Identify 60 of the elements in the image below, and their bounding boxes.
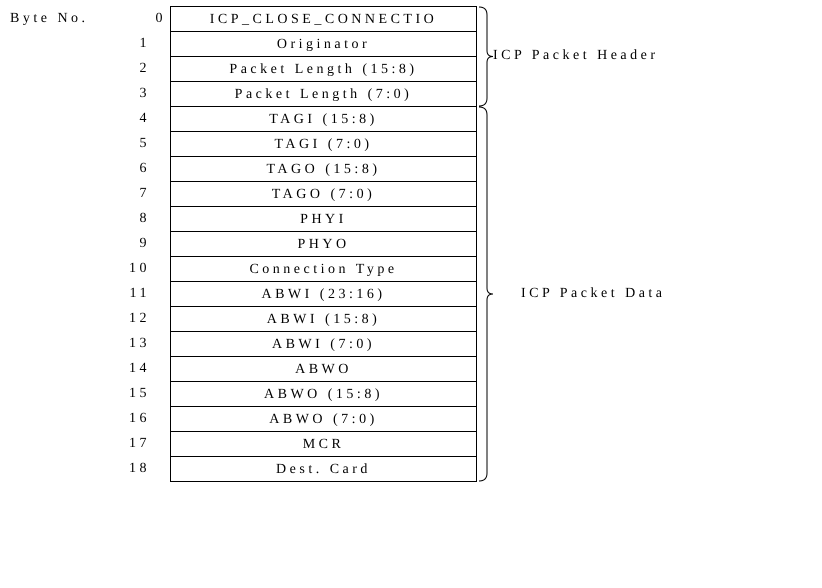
- field-name: PHYO: [297, 236, 350, 254]
- byte-number: 5: [138, 135, 150, 153]
- field-name: TAGO (15:8): [266, 160, 380, 178]
- byte-number: 0: [154, 10, 166, 28]
- field-row: [170, 306, 477, 332]
- field-row: [170, 181, 477, 207]
- byte-number: 9: [138, 235, 150, 253]
- field-row: [170, 256, 477, 282]
- field-row: [170, 281, 477, 307]
- byte-number: 6: [138, 160, 150, 178]
- field-row: [170, 31, 477, 57]
- byte-number: 8: [138, 210, 150, 228]
- field-row: [170, 356, 477, 382]
- field-row: [170, 456, 477, 482]
- field-name: Connection Type: [249, 260, 398, 278]
- byte-number: 4: [138, 110, 150, 128]
- field-name: TAGI (7:0): [274, 136, 373, 154]
- byte-number: 12: [128, 310, 150, 328]
- field-name: ABWI (15:8): [266, 310, 380, 328]
- field-row: [170, 156, 477, 182]
- field-row: [170, 131, 477, 157]
- field-name: Packet Length (15:8): [229, 60, 418, 78]
- byte-number: 7: [138, 185, 150, 203]
- byte-number: 3: [138, 85, 150, 103]
- field-name: ABWI (23:16): [261, 286, 386, 304]
- field-name: Packet Length (7:0): [234, 86, 412, 104]
- field-name: ABWI (7:0): [272, 336, 376, 354]
- field-name: ABWO: [295, 360, 352, 378]
- group-label: ICP Packet Header: [493, 47, 658, 65]
- field-name: MCR: [302, 436, 344, 454]
- column-heading: Byte No.: [10, 10, 89, 28]
- field-name: ABWO (7:0): [269, 410, 378, 428]
- byte-number: 2: [138, 60, 150, 78]
- field-name: ICP_CLOSE_CONNECTIO: [210, 10, 438, 28]
- field-row: [170, 6, 477, 32]
- byte-number: 1: [138, 35, 150, 53]
- field-row: [170, 431, 477, 457]
- field-row: [170, 406, 477, 432]
- group-label: ICP Packet Data: [521, 284, 666, 302]
- byte-number: 18: [128, 460, 150, 478]
- byte-number: 17: [128, 435, 150, 453]
- byte-number: 11: [128, 285, 150, 303]
- byte-number: 10: [128, 260, 150, 278]
- field-row: [170, 381, 477, 407]
- field-row: [170, 106, 477, 132]
- field-row: [170, 81, 477, 107]
- byte-number: 16: [128, 410, 150, 428]
- byte-number: 13: [128, 335, 150, 353]
- field-name: ABWO (15:8): [264, 386, 383, 404]
- field-name: TAGO (7:0): [272, 186, 376, 204]
- field-row: [170, 231, 477, 257]
- field-name: PHYI: [300, 210, 347, 228]
- field-name: Dest. Card: [276, 460, 371, 478]
- byte-number: 14: [128, 360, 150, 378]
- field-row: [170, 206, 477, 232]
- field-name: TAGI (15:8): [269, 110, 378, 128]
- field-row: [170, 56, 477, 82]
- field-row: [170, 331, 477, 357]
- byte-number: 15: [128, 385, 150, 403]
- field-name: Originator: [276, 36, 370, 54]
